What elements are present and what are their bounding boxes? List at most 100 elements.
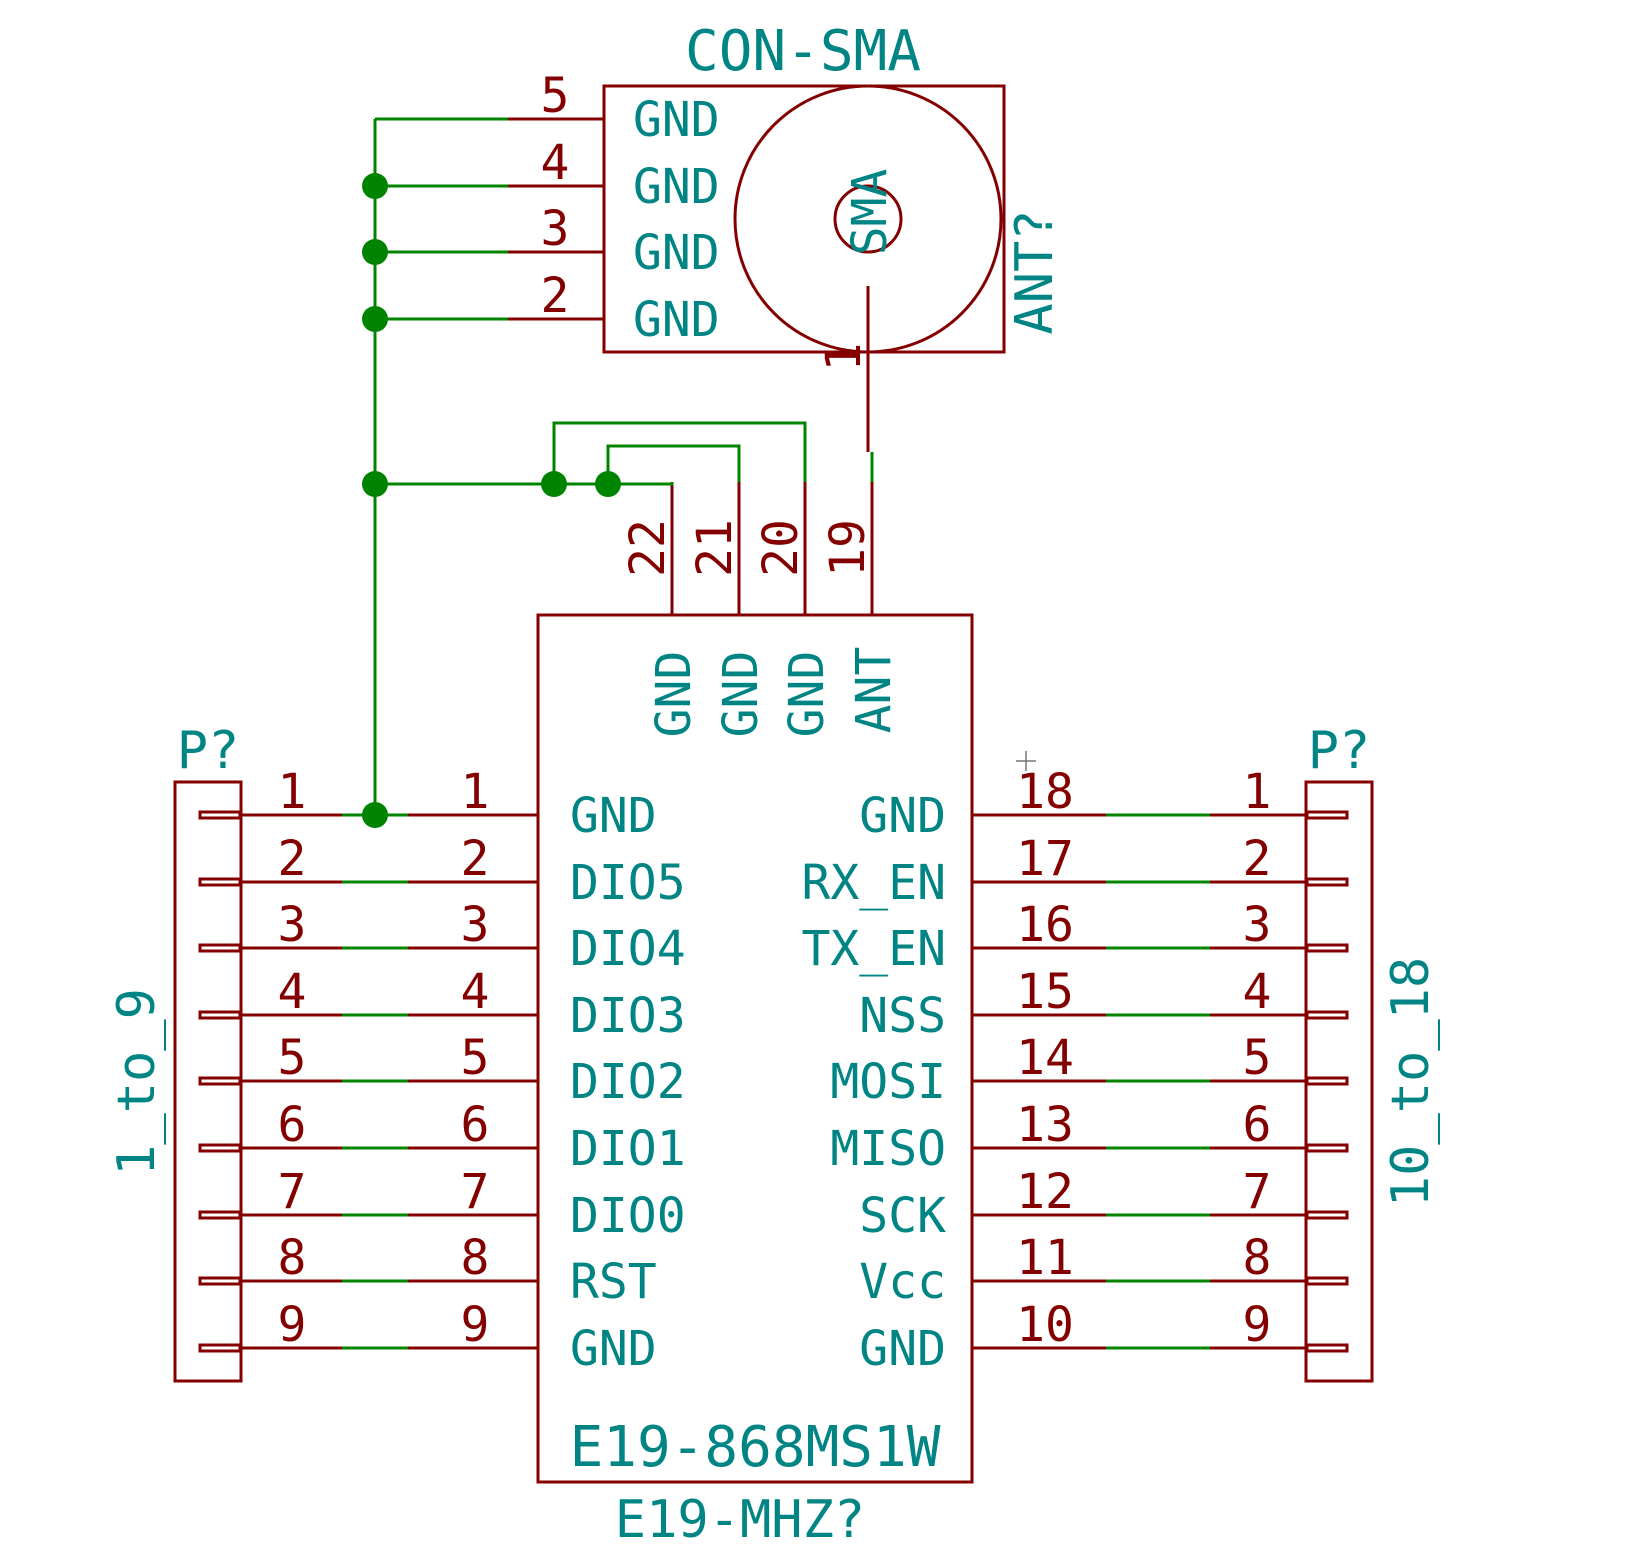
sma-center-label: SMA xyxy=(842,169,898,256)
pin-name: GND xyxy=(779,651,835,738)
pin-number: 16 xyxy=(1016,897,1074,953)
pin-name: SCK xyxy=(859,1188,946,1244)
pin-number: 9 xyxy=(278,1297,307,1353)
header-right-pin: 5 xyxy=(1210,1030,1349,1086)
e19-module-reference: E19-MHZ? xyxy=(615,1490,865,1550)
e19-module-body xyxy=(536,613,974,1484)
header-left-reference: P? xyxy=(177,721,240,781)
pin-number: 7 xyxy=(1243,1164,1272,1220)
header-left-pin: 3 xyxy=(198,897,342,953)
pin-name: ANT xyxy=(846,647,902,734)
header-right-value: 10_to_18 xyxy=(1381,957,1441,1207)
junction-dot xyxy=(362,239,388,265)
pin-number: 14 xyxy=(1016,1030,1074,1086)
sma-pin-number: 2 xyxy=(541,268,570,324)
pin-number: 2 xyxy=(461,831,490,887)
pin-name: GND xyxy=(859,788,946,844)
sma-pin-name: GND xyxy=(633,225,720,281)
pin-number: 6 xyxy=(278,1097,307,1153)
header-left-pin: 6 xyxy=(198,1097,342,1153)
pin-number: 4 xyxy=(1243,964,1272,1020)
pin-number: 7 xyxy=(461,1164,490,1220)
pin-name: DIO3 xyxy=(570,988,686,1044)
pin-number: 17 xyxy=(1016,831,1074,887)
sma-pin-1: 1 xyxy=(816,286,872,452)
pin-number: 1 xyxy=(1243,764,1272,820)
module-left-pin: 8 RST xyxy=(408,1230,657,1310)
pin-name: DIO2 xyxy=(570,1054,686,1110)
pin-number: 2 xyxy=(1243,831,1272,887)
pin-number: 2 xyxy=(278,831,307,887)
pin-number: 13 xyxy=(1016,1097,1074,1153)
junction-dot xyxy=(362,306,388,332)
sma-pin-5: 5 GND xyxy=(508,68,720,148)
sma-connector-body xyxy=(602,84,1006,354)
header-right-pin: 9 xyxy=(1210,1297,1349,1353)
pin-name: RST xyxy=(570,1254,657,1310)
pin-name: DIO5 xyxy=(570,855,686,911)
header-right-body xyxy=(1304,780,1374,1383)
pin-number: 20 xyxy=(753,519,809,577)
sma-pin-4: 4 GND xyxy=(508,135,720,215)
junction-dot xyxy=(362,173,388,199)
header-right-reference: P? xyxy=(1308,721,1371,781)
module-right-pin: 10 GND xyxy=(859,1297,1106,1377)
header-right-pin: 3 xyxy=(1210,897,1349,953)
sma-pin-number: 5 xyxy=(541,68,570,124)
sma-center-circle xyxy=(833,184,903,254)
pin-number: 5 xyxy=(1243,1030,1272,1086)
pin-number: 10 xyxy=(1016,1297,1074,1353)
junction-dot xyxy=(541,471,567,497)
e19-module: E19-868MS1W E19-MHZ? 22 GND 21 GND 20 GN… xyxy=(408,482,1106,1550)
pin-number: 3 xyxy=(1243,897,1272,953)
pin-number: 3 xyxy=(278,897,307,953)
header-left-value: 1_to_9 xyxy=(107,988,167,1176)
pin-name: GND xyxy=(859,1321,946,1377)
module-left-pin: 2 DIO5 xyxy=(408,831,686,911)
wire-gnd-pin22 xyxy=(375,482,674,486)
pin-name: GND xyxy=(713,651,769,738)
sma-connector-value: CON-SMA xyxy=(685,19,921,84)
header-left-pin: 9 xyxy=(198,1297,342,1353)
header-left-pin: 5 xyxy=(198,1030,342,1086)
pin-number: 19 xyxy=(820,519,876,577)
pin-number: 5 xyxy=(278,1030,307,1086)
pin-number: 6 xyxy=(461,1097,490,1153)
sma-connector: CON-SMA SMA ANT? 5 GND 4 GND 3 GND 2 GND xyxy=(508,19,1065,452)
sma-pin-number: 3 xyxy=(541,201,570,257)
pin-number: 4 xyxy=(461,964,490,1020)
module-right-pin: 12 SCK xyxy=(859,1164,1106,1244)
sma-pin-number: 4 xyxy=(541,135,570,191)
header-left-pin: 4 xyxy=(198,964,342,1020)
pin-name: GND xyxy=(646,651,702,738)
pin-name: MOSI xyxy=(830,1054,946,1110)
wires xyxy=(342,117,1210,1350)
pin-name: TX_EN xyxy=(802,921,947,977)
header-left-body xyxy=(173,780,243,1383)
module-top-pin-19: 19 ANT xyxy=(820,482,902,733)
header-right-pin: 1 xyxy=(1210,764,1349,820)
pin-number: 8 xyxy=(278,1230,307,1286)
row-wires xyxy=(342,813,1210,1350)
sma-pin-number: 1 xyxy=(816,343,872,372)
module-right-pin: 14 MOSI xyxy=(830,1030,1106,1110)
pin-number: 11 xyxy=(1016,1230,1074,1286)
pin-number: 4 xyxy=(278,964,307,1020)
pin-number: 8 xyxy=(461,1230,490,1286)
pin-number: 21 xyxy=(687,519,743,577)
sma-pin-name: GND xyxy=(633,292,720,348)
pin-number: 3 xyxy=(461,897,490,953)
module-top-pin-22: 22 GND xyxy=(620,482,702,737)
pin-number: 12 xyxy=(1016,1164,1074,1220)
